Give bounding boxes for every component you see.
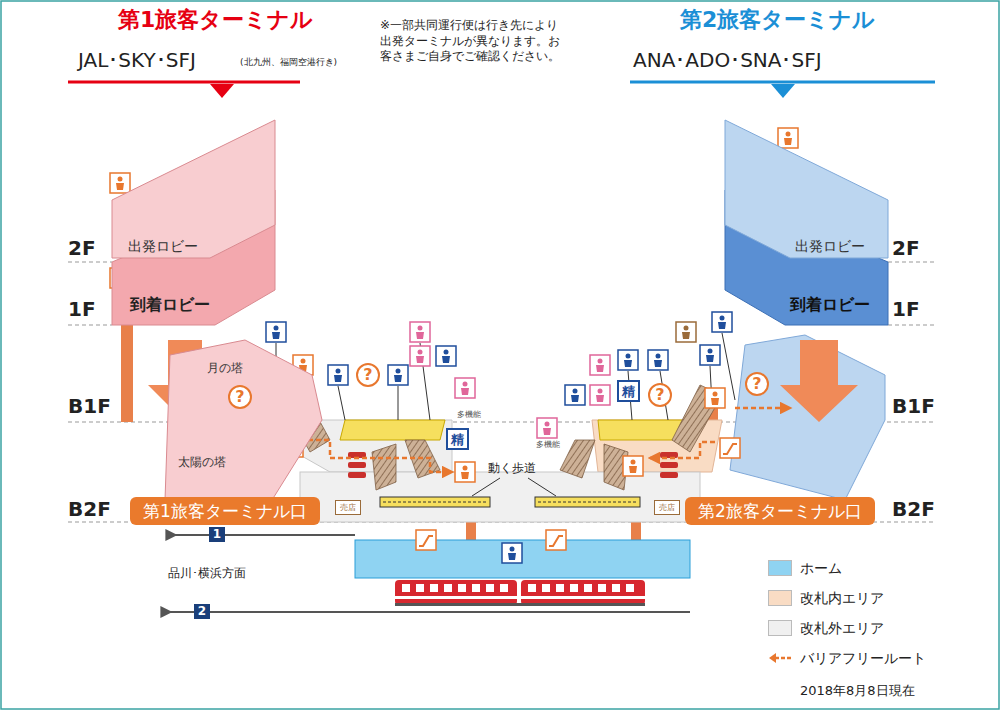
lobby-floor: 出発ロビー [725,120,888,258]
info-mark: ? [745,372,769,396]
sign-text: ? [363,367,372,383]
sign-text: 精 [451,433,464,446]
floor-level: 2F [892,236,920,261]
walkway-label: 動く歩道 [488,461,536,476]
floor-name: 到着ロビー [790,295,870,314]
airline-list: ANA･ADO･SNA･SFJ [633,48,822,73]
airline-list: JAL･SKY･SFJ [78,48,196,73]
terminal-heading: 第1旅客ターミナル [118,6,313,34]
floor-name: 到着ロビー [130,295,210,314]
sign-text: 精 [622,385,635,398]
legend-line [768,650,792,666]
floor-line [68,262,935,522]
notice-text: ※一部共同運行便は行き先により 出発ターミナルが異なります。お 客さまご自身でご… [380,18,568,65]
floor-level: B2F [892,497,935,522]
sign-text: 第1旅客ターミナル口 [143,503,307,520]
sign-text: ? [752,376,761,392]
legend-row: 改札外エリア [768,620,884,637]
sign-text: 売店 [340,504,356,512]
track-number: 2 [194,604,210,619]
date-note: 2018年8月8日現在 [800,683,915,699]
track-number: 1 [209,527,225,542]
toilet-label: 多機能 [457,410,481,420]
concourse-floor: 月の塔太陽の塔? [165,340,322,500]
legend-text: 改札内エリア [800,590,884,607]
legend-text: バリアフリールート [800,650,926,667]
floor-level: B1F [892,394,935,419]
floor-level: B2F [68,497,111,522]
legend-row: バリアフリールート [768,650,926,667]
moving-walkway [380,478,640,507]
floor-level: 2F [68,236,96,261]
info-mark: ? [228,385,252,409]
escalator [348,452,678,478]
barrier-free-route [256,398,790,472]
fare-adjustment: 精 [446,428,469,450]
floor-name: 月の塔 [207,361,243,375]
floor-outline [165,340,322,500]
toilet-label: 多機能 [536,440,560,450]
train [395,580,645,606]
platform [355,540,690,578]
shop-sign: 売店 [335,500,361,515]
floor-level: 1F [68,297,96,322]
legend-text: 改札外エリア [800,620,884,637]
floor-level: 1F [892,297,920,322]
entrance-sign: 第1旅客ターミナル口 [130,497,320,525]
info-mark: ? [648,383,672,407]
legend-swatch [768,620,792,636]
sign-text: 売店 [659,504,675,512]
info-mark: ? [356,363,380,387]
leader-line [276,333,735,420]
fare-adjustment: 精 [617,380,640,402]
direction-label: 品川･横浜方面 [168,566,246,581]
legend-swatch [768,590,792,606]
stairs [278,385,722,490]
flow-arrow [780,340,858,422]
floor-name: 太陽の塔 [178,455,226,469]
legend-row: 改札内エリア [768,590,884,607]
floor-level: B1F [68,394,111,419]
floor-name: 出発ロビー [795,238,865,255]
legend-text: ホーム [800,560,842,577]
sign-text: 第2旅客ターミナル口 [698,503,862,520]
entrance-sign: 第2旅客ターミナル口 [685,497,875,525]
shop-sign: 売店 [654,500,680,515]
sign-text: ? [655,387,664,403]
legend-swatch [768,560,792,576]
floor-outline [725,120,888,258]
floor-outline [112,120,275,258]
lobby-floor: 出発ロビー [112,120,275,258]
legend-row: ホーム [768,560,842,577]
floor-name: 出発ロビー [128,238,198,255]
sign-text: ? [235,389,244,405]
terminal-heading: 第2旅客ターミナル [680,6,875,34]
destination-note: (北九州、福岡空港行き) [240,57,337,68]
